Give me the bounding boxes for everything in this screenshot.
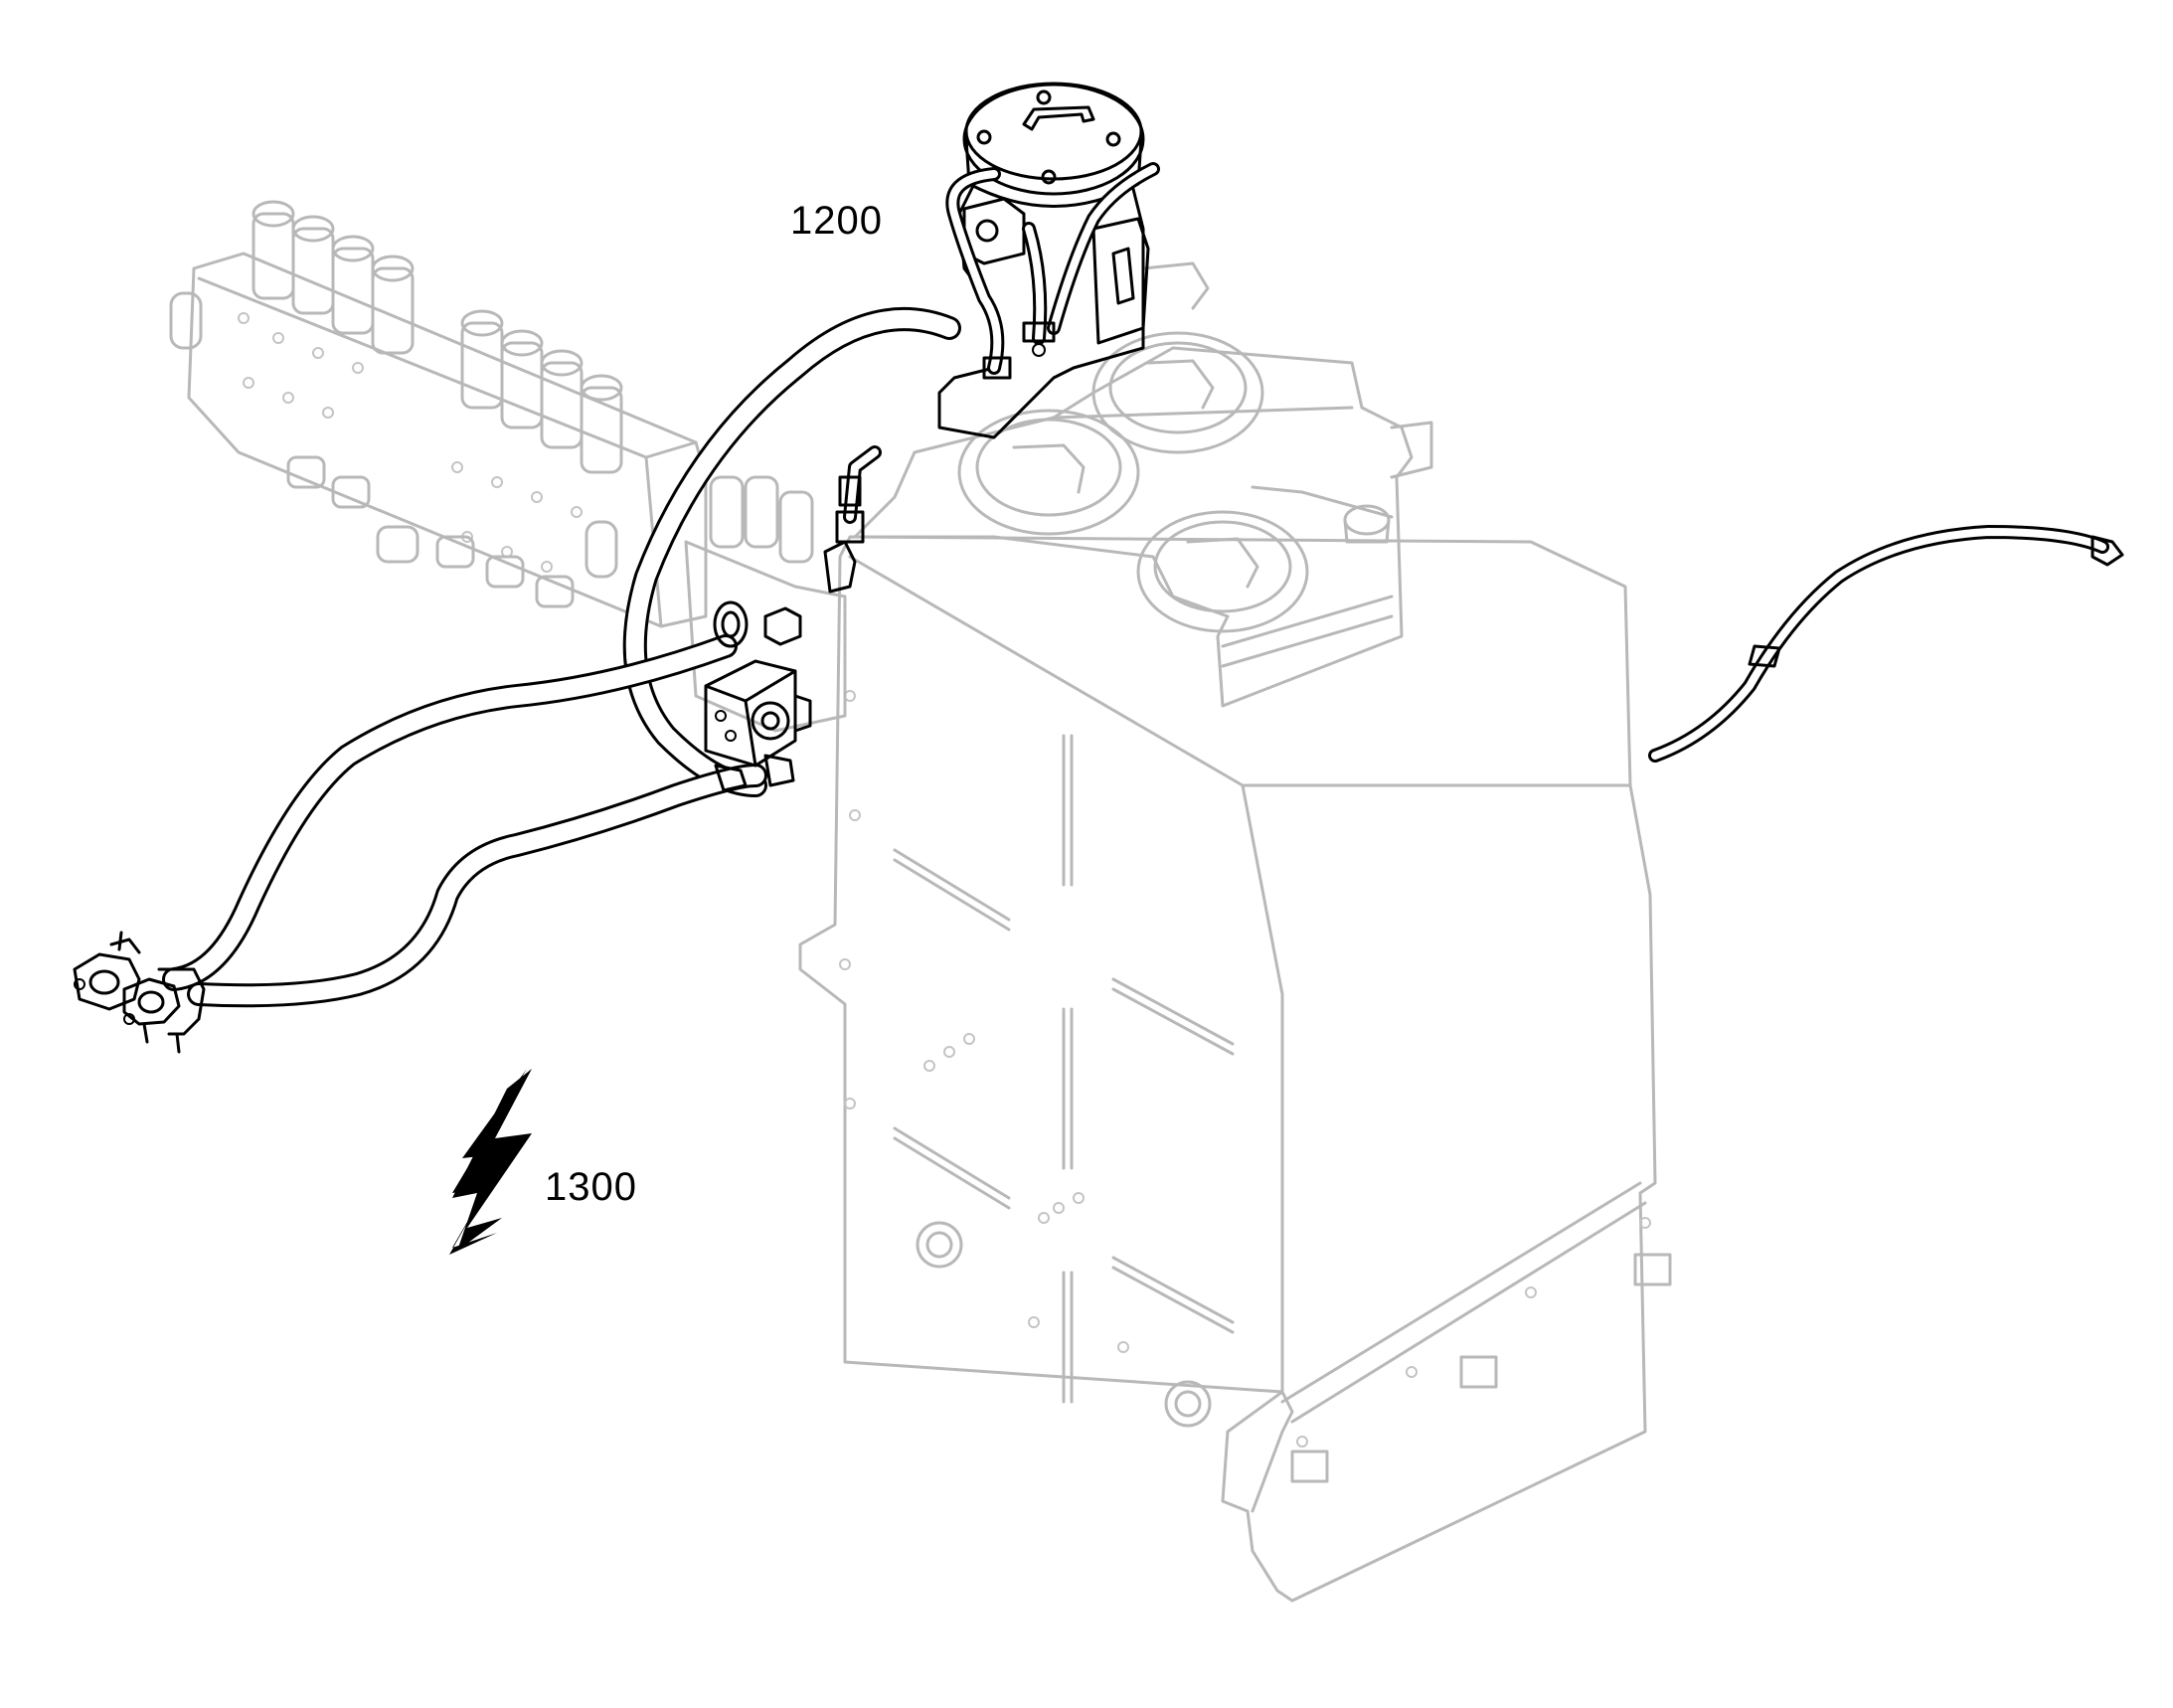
pilot-line-hose: [1648, 525, 2124, 763]
callout-label-1200: 1200: [790, 199, 883, 243]
relief-valve-block: [704, 600, 812, 792]
tank-top-deck: [853, 261, 1433, 708]
pump-flange-fittings: [73, 931, 206, 1054]
control-valve-block: [169, 200, 847, 733]
tank-side-fitting: [823, 445, 882, 594]
callout-label-1300: 1300: [545, 1165, 637, 1209]
lightning-bolt-icon: [449, 1069, 532, 1255]
pump-supply-hoses: [162, 634, 767, 1008]
return-filter-assembly: [937, 82, 1160, 439]
return-hose-to-filter: [622, 307, 961, 797]
hydraulic-tank: [798, 535, 1672, 1603]
